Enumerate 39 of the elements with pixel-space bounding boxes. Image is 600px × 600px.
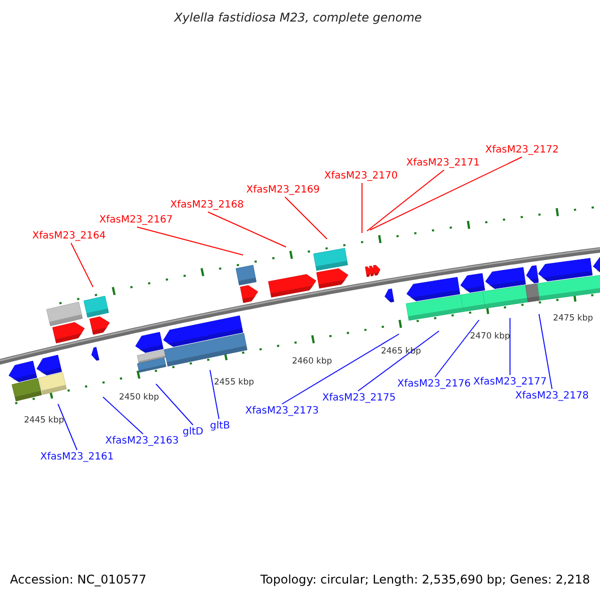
leader-line xyxy=(102,396,144,434)
leader-line xyxy=(58,404,78,450)
leader-line xyxy=(70,242,94,288)
leader-line xyxy=(282,334,400,404)
scale-label: 2470 kbp xyxy=(470,332,510,342)
title: Xylella fastidiosa M23, complete genome xyxy=(174,12,422,24)
gene-label: XfasM23_2171 xyxy=(406,156,480,170)
footer-text: Topology: circular; Length: 2,535,690 bp; Genes: 2,218 xyxy=(260,574,590,586)
gene-label: gltD xyxy=(182,426,204,438)
leader-line xyxy=(538,314,552,390)
scale-label: 2460 kbp xyxy=(292,358,332,366)
leader-line xyxy=(210,370,220,420)
leader-line xyxy=(434,320,480,378)
gene-label: XfasM23_2176 xyxy=(397,378,471,390)
gene-label: XfasM23_2178 xyxy=(515,390,589,402)
leader-line xyxy=(284,196,328,240)
gene-label: XfasM23_2173 xyxy=(245,404,319,418)
gene-label: XfasM23_2177 xyxy=(473,376,547,388)
scale-label: 2450 kbp xyxy=(118,394,160,402)
scale-label: 2475 kbp xyxy=(552,314,594,324)
footer-text: Accession: NC_010577 xyxy=(10,574,146,586)
gene-label: XfasM23_2169 xyxy=(246,184,320,196)
gene-label: XfasM23_2161 xyxy=(40,450,114,464)
gene-label: XfasM23_2164 xyxy=(32,230,106,242)
leader-line xyxy=(366,170,444,232)
gene-label: XfasM23_2172 xyxy=(485,144,559,156)
gene-label: XfasM23_2168 xyxy=(170,198,244,212)
leader-line xyxy=(370,156,522,230)
gene-label: gltB xyxy=(210,420,230,432)
gene-label: XfasM23_2163 xyxy=(105,434,179,448)
scale-label: 2455 kbp xyxy=(214,378,254,388)
gene-label: XfasM23_2170 xyxy=(324,170,398,182)
gene-label: XfasM23_2167 xyxy=(99,214,173,226)
leader-line xyxy=(358,330,440,392)
leader-line xyxy=(156,384,194,426)
gene-label: XfasM23_2175 xyxy=(322,392,396,404)
leader-line xyxy=(208,212,286,248)
scale-label: 2445 kbp xyxy=(24,416,64,426)
leader-line xyxy=(136,226,244,256)
